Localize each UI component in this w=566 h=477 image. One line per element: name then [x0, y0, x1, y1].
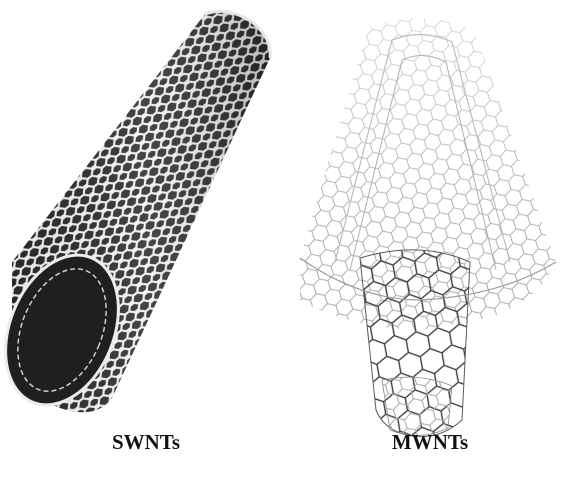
swnt-label: SWNTs [46, 430, 246, 455]
swnt-illustration [0, 11, 270, 421]
mwnt-label: MWNTs [330, 430, 530, 455]
mwnt-illustration [300, 18, 556, 436]
